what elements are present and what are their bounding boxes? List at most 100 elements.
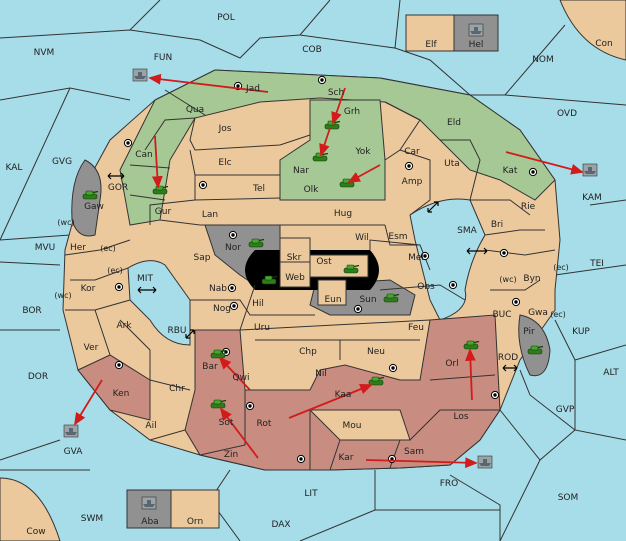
- supply-center-icon: [123, 138, 133, 148]
- box-label-hel: Hel: [469, 40, 484, 50]
- land-label-ver: Ver: [84, 343, 99, 353]
- land-label-bri: Bri: [491, 220, 503, 230]
- sea-label-tei: TEI: [589, 259, 604, 269]
- sea-label-gva: GVA: [64, 447, 84, 457]
- supply-center-icon: [296, 454, 306, 464]
- sea-label-rod: ROD: [498, 353, 518, 363]
- sea-label-swm: SWM: [81, 514, 103, 524]
- supply-center-icon: [528, 167, 538, 177]
- land-label-her: Her: [70, 243, 86, 253]
- land-label-gwa: Gwa: [528, 308, 548, 318]
- sea-label-gvg: GVG: [52, 157, 72, 167]
- land-label-nar: Nar: [293, 166, 309, 176]
- sea-label-gor: GOR: [108, 183, 128, 193]
- supply-center-icon: [511, 297, 521, 307]
- land-label-nog: Nog: [213, 304, 231, 314]
- supply-center-icon: [317, 75, 327, 85]
- land-label-los: Los: [453, 412, 468, 422]
- land-label-kat: Kat: [503, 166, 518, 176]
- land-label-yok: Yok: [354, 147, 371, 157]
- land-label-grh: Grh: [344, 107, 360, 117]
- sea-label-mvu: MVU: [35, 243, 56, 253]
- land-label-tel: Tel: [252, 184, 265, 194]
- top-box: [405, 14, 499, 52]
- land-label-hug: Hug: [334, 209, 352, 219]
- land-label-eun: Eun: [324, 295, 341, 305]
- supply-center-icon: [114, 282, 124, 292]
- land-label-nab: Nab: [209, 284, 227, 294]
- sea-label-nvm: NVM: [34, 48, 55, 58]
- supply-center-icon: [229, 301, 239, 311]
- sea-label-som: SOM: [558, 493, 579, 503]
- land-label-mou: Mou: [343, 421, 362, 431]
- supply-center-icon: [448, 280, 458, 290]
- supply-center-icon: [490, 390, 500, 400]
- sea-label-bor: BOR: [22, 306, 41, 316]
- coast-labels: (wc) (ec) (ec) (wc) (wc) (ec) (ec): [54, 218, 568, 319]
- land-label-gur: Gur: [155, 207, 172, 217]
- supply-center-icon: [404, 161, 414, 171]
- land-label-jos: Jos: [218, 124, 232, 134]
- sea-label-rbu: RBU: [167, 326, 186, 336]
- land-label-ail: Ail: [145, 421, 156, 431]
- inner-sea-sma: [409, 198, 486, 321]
- land-label-kar: Kar: [339, 453, 354, 463]
- land-label-olk: Olk: [304, 185, 320, 195]
- land-label-sch: Sch: [328, 88, 344, 98]
- strait-skr: [279, 237, 311, 263]
- sea-label-dor: DOR: [28, 372, 48, 382]
- sea-label-alt: ALT: [603, 368, 619, 378]
- supply-center-icon: [388, 363, 398, 373]
- ship-icon: [468, 23, 484, 37]
- box-label-aba: Aba: [141, 517, 158, 527]
- inner-sea-mit: [127, 260, 191, 346]
- land-labels: Jad Sch Qua Jos Grh Eld Can Elc Nar Yok …: [70, 84, 548, 463]
- land-label-car: Car: [404, 147, 420, 157]
- supply-center-icon: [227, 283, 237, 293]
- supply-center-icon: [353, 304, 363, 314]
- land-label-chp: Chp: [299, 347, 317, 357]
- sea-label-cob: COB: [302, 45, 322, 55]
- land-label-feu: Feu: [408, 323, 424, 333]
- ship-icon: [63, 424, 79, 438]
- land-label-eld: Eld: [447, 118, 461, 128]
- land-label-rie: Rie: [521, 202, 536, 212]
- sea-labels: POL COB FUN NVM NOM Con OVD KAL GVG KAM …: [6, 13, 620, 537]
- land-label-elc: Elc: [218, 158, 231, 168]
- supply-center-icon: [198, 180, 208, 190]
- land-label-sot: Sot: [219, 418, 234, 428]
- land-label-nil: Nil: [315, 369, 327, 379]
- land-label-esm: Esm: [388, 232, 407, 242]
- land-label-rot: Rot: [257, 419, 272, 429]
- land-label-sam: Sam: [404, 447, 424, 457]
- land-label-skr: Skr: [287, 253, 302, 263]
- sea-label-buc: BUC: [492, 310, 511, 320]
- bottom-box: [126, 489, 220, 529]
- supply-center-icon: [114, 360, 124, 370]
- land-label-uta: Uta: [444, 159, 460, 169]
- land-label-web: Web: [285, 273, 305, 283]
- land-label-nor: Nor: [225, 243, 241, 253]
- sea-label-fun: FUN: [154, 53, 173, 63]
- box-label-elf: Elf: [425, 40, 437, 50]
- ship-icon: [477, 455, 493, 469]
- box-label-orn: Orn: [187, 517, 203, 527]
- coast-label: (ec): [550, 310, 566, 319]
- land-label-qua: Qua: [186, 105, 204, 115]
- sea-label-ovd: OVD: [557, 109, 577, 119]
- land-label-gaw: Gaw: [84, 202, 104, 212]
- sea-label-nom: NOM: [532, 55, 554, 65]
- land-label-bar: Bar: [202, 362, 218, 372]
- land-label-mel: Mel: [408, 253, 424, 263]
- coast-label: (ec): [100, 244, 116, 253]
- box-labels: Elf Hel Aba Orn: [141, 40, 483, 527]
- green-territory: [119, 69, 556, 226]
- coast-label: (ec): [553, 263, 569, 272]
- land-label-hil: Hil: [252, 299, 264, 309]
- coast-label: (ec): [107, 266, 123, 275]
- sea-label-sma: SMA: [457, 226, 477, 236]
- land-label-jad: Jad: [245, 84, 260, 94]
- ship-icon: [582, 163, 598, 177]
- order-arrows: [74, 73, 584, 469]
